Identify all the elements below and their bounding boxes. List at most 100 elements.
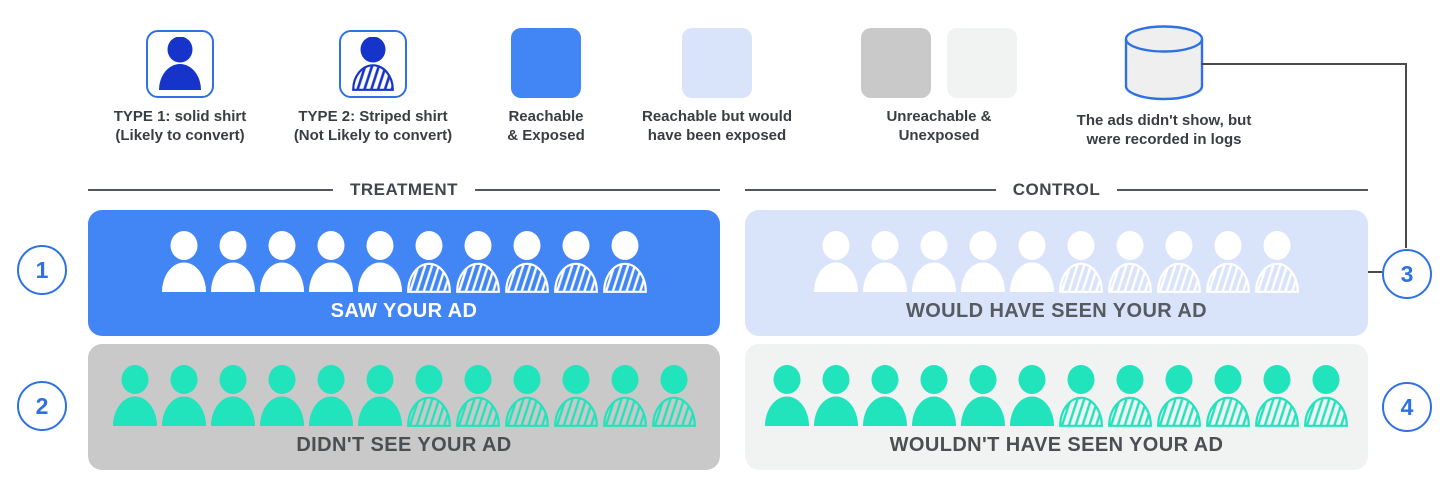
person-solid-icon [814,231,858,292]
people-row [161,231,648,293]
person-solid-icon [961,231,1005,292]
person-striped-icon [602,231,647,293]
person-solid-icon [259,365,304,426]
box-label: DIDN'T SEE YOUR AD [296,434,512,456]
people-row [764,365,1349,427]
legend-label-unreachable: Unreachable & Unexposed [886,107,991,145]
person-solid-icon [765,365,809,426]
person-solid-icon [308,231,353,292]
person-striped-icon [553,365,598,427]
treatment-unexposed-box: DIDN'T SEE YOUR AD [88,344,720,470]
legend-label-reachable-exposed: Reachable & Exposed [507,107,585,145]
badge-1: 1 [17,245,67,295]
control-header: CONTROL [745,180,1369,200]
person-striped-icon [455,231,500,293]
control-would-see-box: WOULD HAVE SEEN YOUR AD [745,210,1368,336]
unreachable-light-swatch [947,28,1017,98]
legend-label-reachable-unexposed: Reachable but would have been exposed [642,107,792,145]
person-solid-icon [259,231,304,292]
person-striped-icon [504,231,549,293]
control-title: CONTROL [1012,180,1101,199]
person-striped-icon [1206,365,1250,427]
badge-4: 4 [1382,382,1432,432]
person-solid-icon [863,365,907,426]
header-rule-right [1117,189,1369,191]
person-solid-icon [161,231,206,292]
badge-2: 2 [17,381,67,431]
person-solid-icon [912,231,956,292]
person-striped-icon [455,365,500,427]
legend-item-unreachable: Unreachable & Unexposed [834,28,1044,145]
treatment-title: TREATMENT [349,180,459,199]
legend-item-type2: TYPE 2: Striped shirt (Not Likely to con… [282,30,464,145]
connector-line-vertical [1405,63,1407,248]
person-striped-icon [339,30,407,98]
person-solid-icon [210,231,255,292]
legend-item-logs: The ads didn't show, but were recorded i… [1028,24,1300,149]
legend-label-type2: TYPE 2: Striped shirt (Not Likely to con… [294,107,452,145]
legend-line: Reachable but would [641,108,792,125]
person-solid-icon [308,365,353,426]
person-solid-icon [863,231,907,292]
legend-line: Unexposed [898,127,980,145]
person-solid-icon [357,365,402,426]
person-striped-icon [504,365,549,427]
person-striped-glyph [352,37,394,91]
legend-label-type1: TYPE 1: solid shirt (Likely to convert) [114,107,247,145]
header-rule-left [745,189,996,191]
connector-line-stub [1368,271,1382,273]
reachable-unexposed-swatch [682,28,752,98]
person-striped-icon [1206,231,1250,293]
person-striped-icon [1108,231,1152,293]
reachable-exposed-swatch [511,28,581,98]
person-solid-icon [357,231,402,292]
person-solid-glyph [159,37,201,90]
legend-item-type1: TYPE 1: solid shirt (Likely to convert) [96,30,264,145]
person-striped-icon [1157,231,1201,293]
unreachable-dark-swatch [861,28,931,98]
people-row [813,231,1300,293]
legend-label-logs: The ads didn't show, but were recorded i… [1077,111,1252,149]
person-striped-icon [406,231,451,293]
person-striped-icon [1108,365,1152,427]
person-striped-icon [553,231,598,293]
person-striped-icon [602,365,647,427]
legend-line: & Exposed [507,127,585,145]
person-striped-icon [1157,365,1201,427]
legend-line: TYPE 1: solid shirt [113,108,247,125]
person-solid-icon [814,365,858,426]
person-solid-icon [1010,365,1054,426]
person-striped-icon [406,365,451,427]
people-row [112,365,697,427]
legend-line: were recorded in logs [1086,131,1242,149]
control-would-not-see-box: WOULDN'T HAVE SEEN YOUR AD [745,344,1368,470]
treatment-exposed-box: SAW YOUR AD [88,210,720,336]
box-label: WOULD HAVE SEEN YOUR AD [905,300,1208,322]
person-solid-icon [210,365,255,426]
connector-line-horizontal [1201,63,1407,65]
person-solid-icon [161,365,206,426]
person-solid-icon [1010,231,1054,292]
legend-line: Reachable [508,108,584,125]
person-solid-icon [112,365,157,426]
legend-line: (Likely to convert) [115,127,245,145]
treatment-header: TREATMENT [88,180,720,200]
person-solid-icon [961,365,1005,426]
person-solid-icon [912,365,956,426]
legend-line: (Not Likely to convert) [293,127,453,145]
database-cylinder-icon [1124,25,1204,101]
box-label: SAW YOUR AD [330,300,478,322]
unreachable-swatches [861,28,1017,98]
badge-3: 3 [1382,249,1432,299]
legend-line: The ads didn't show, but [1076,112,1252,129]
person-striped-icon [1255,231,1299,293]
person-striped-icon [651,365,696,427]
legend-line: Unreachable & [886,108,992,125]
legend-item-reachable-exposed: Reachable & Exposed [466,28,626,145]
legend-line: have been exposed [647,127,787,145]
header-rule-right [475,189,720,191]
person-striped-icon [1059,231,1103,293]
legend-item-reachable-unexposed: Reachable but would have been exposed [612,28,822,145]
header-rule-left [88,189,333,191]
